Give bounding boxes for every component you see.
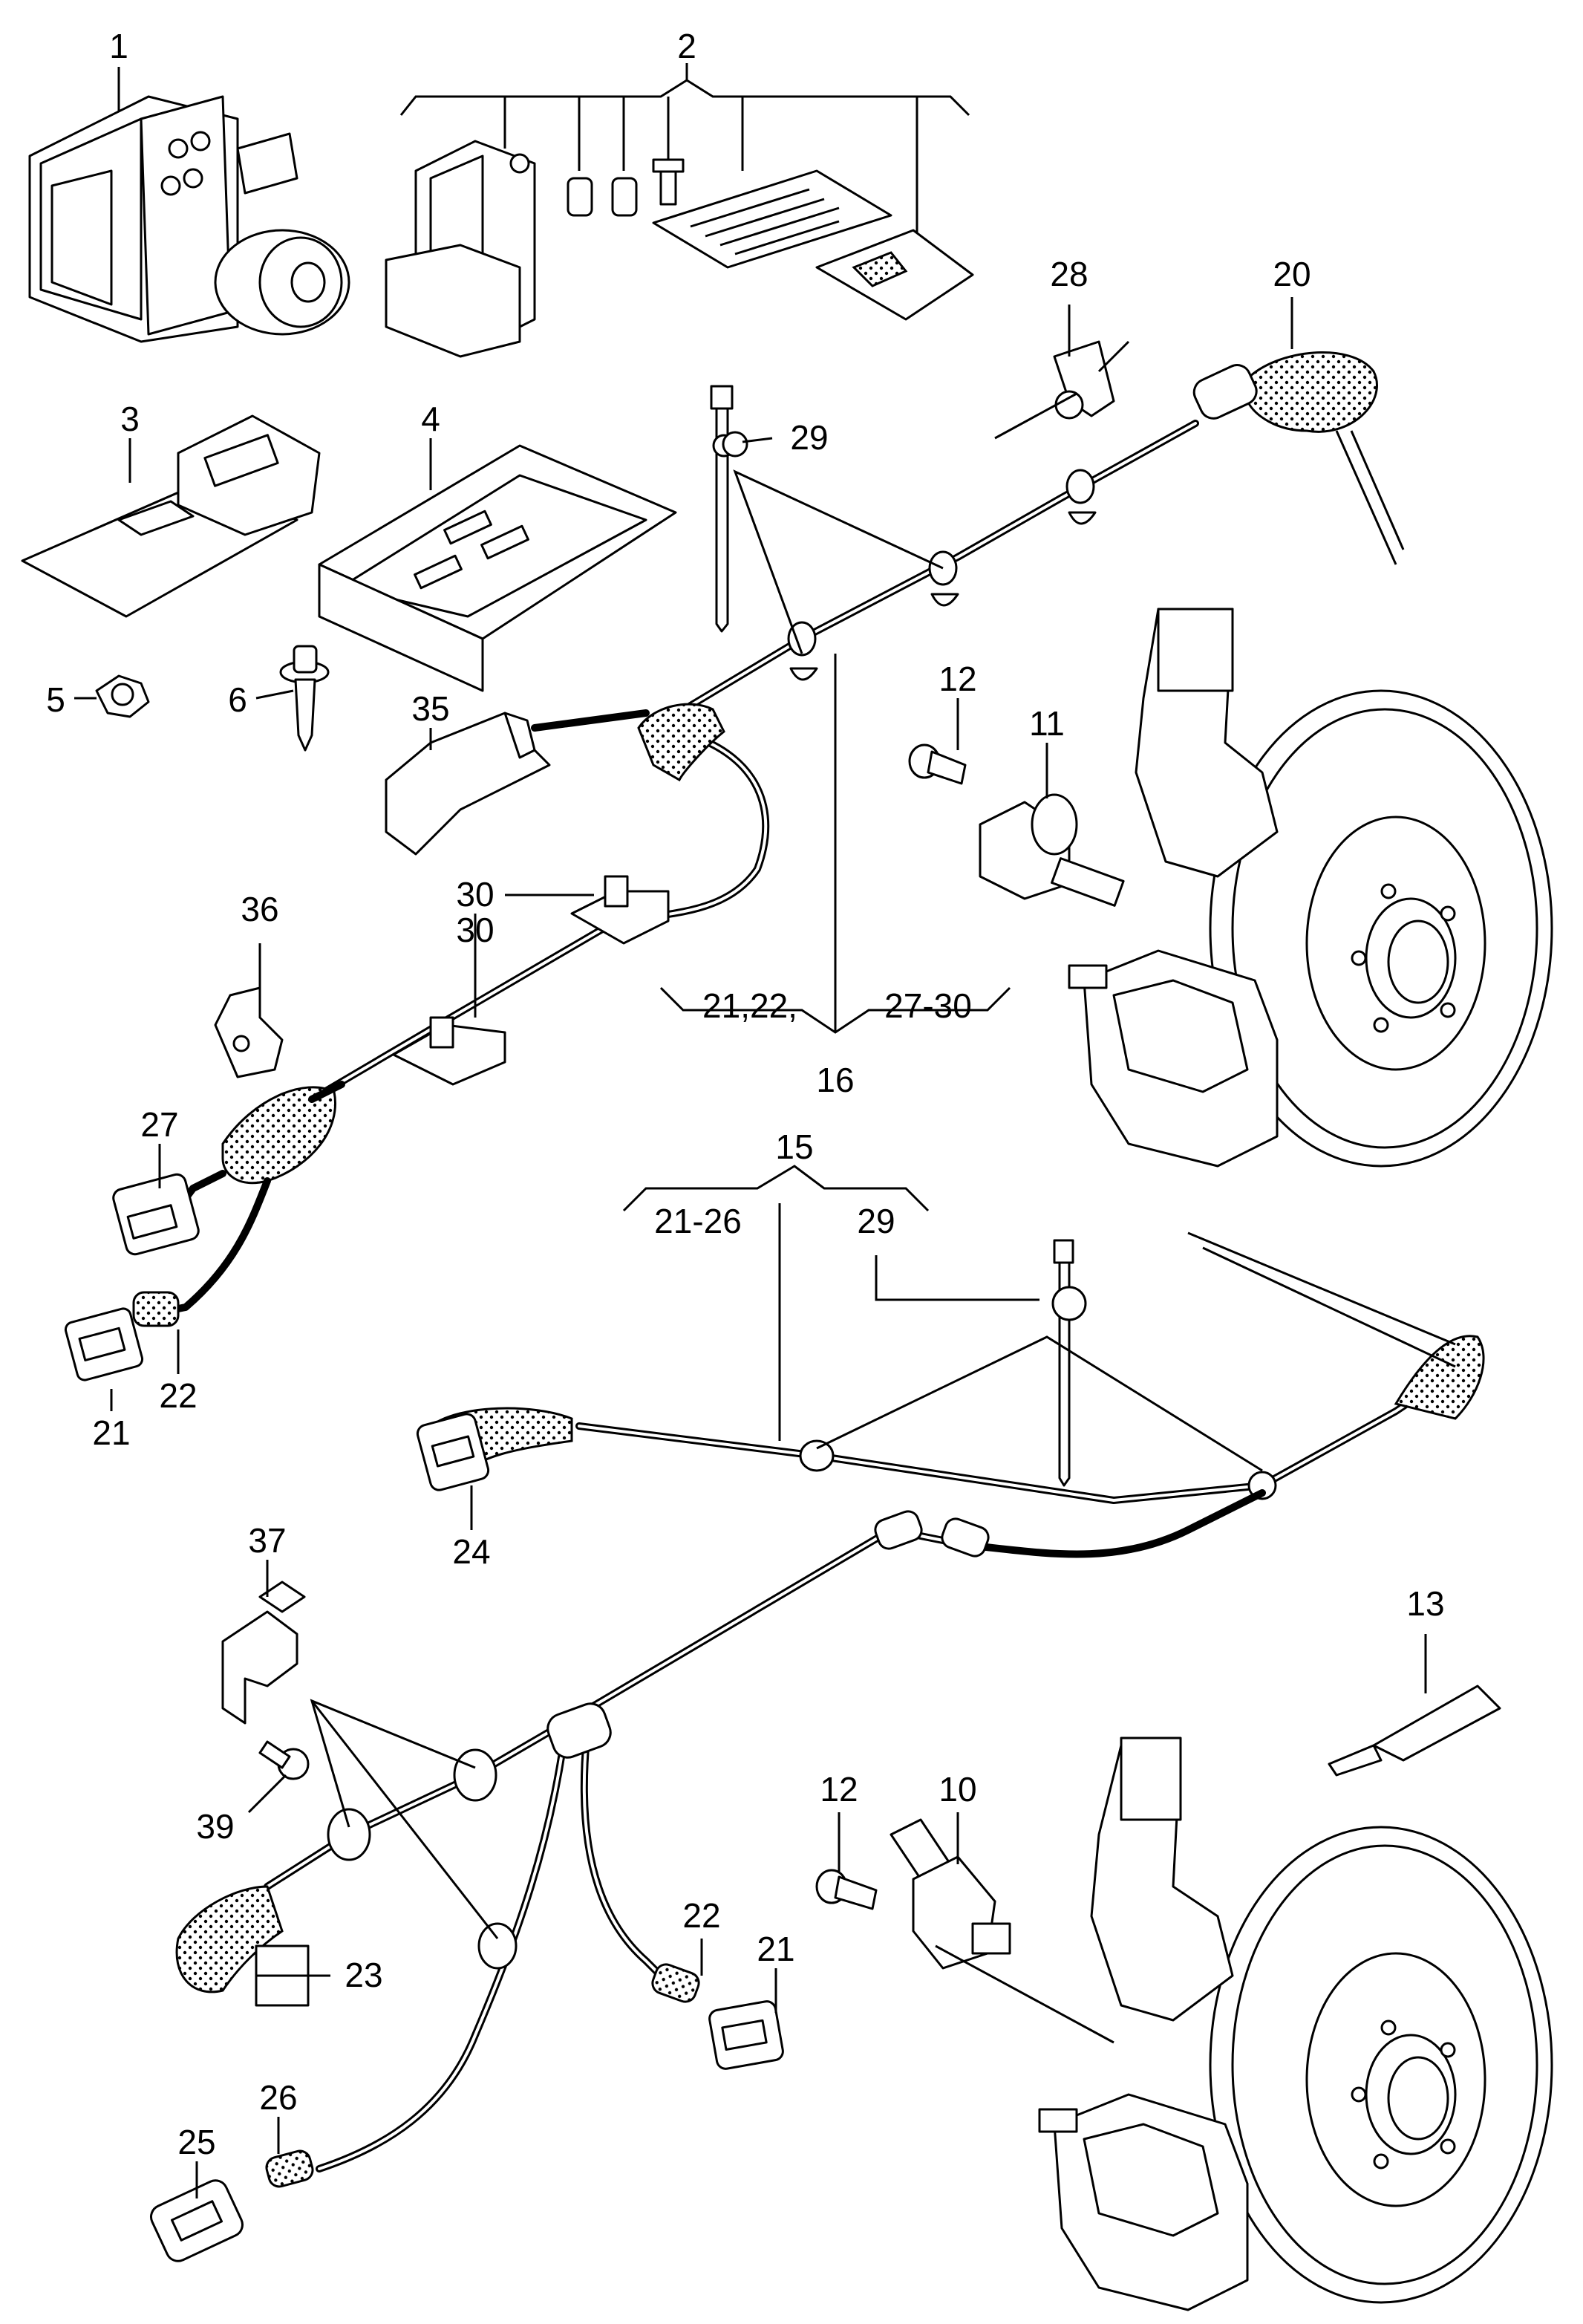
callout-24: 24 bbox=[452, 1532, 490, 1571]
callout-21: 21 bbox=[757, 1930, 794, 1968]
repair-kit-bracket bbox=[399, 63, 970, 245]
plugs bbox=[567, 158, 685, 217]
holder-30-upper bbox=[570, 875, 670, 945]
callout-30: 30 bbox=[456, 875, 494, 914]
callout-6: 6 bbox=[228, 680, 247, 719]
instruction-sheet bbox=[652, 169, 892, 269]
callout-39: 39 bbox=[196, 1807, 234, 1846]
callout-2: 2 bbox=[677, 27, 696, 65]
brake-disc-lower bbox=[1209, 1826, 1553, 2304]
leader-29a-fan bbox=[733, 469, 944, 654]
callout-25: 25 bbox=[177, 2123, 215, 2161]
bolt-39 bbox=[258, 1740, 310, 1780]
callout-1: 1 bbox=[109, 27, 128, 65]
mounting-bracket bbox=[318, 444, 677, 692]
callout-23: 23 bbox=[345, 1956, 382, 1994]
harness-15 bbox=[416, 1231, 1485, 1504]
leader-29b-fan bbox=[816, 1335, 1263, 1472]
harness-clip-28 bbox=[994, 340, 1130, 440]
brake-caliper-lower bbox=[1038, 2093, 1249, 2311]
callout-16: 16 bbox=[816, 1061, 854, 1099]
callout-20: 20 bbox=[1273, 255, 1311, 293]
brake-caliper-upper bbox=[1068, 949, 1279, 1168]
callout-26: 26 bbox=[259, 2078, 297, 2117]
hex-nut bbox=[95, 674, 150, 718]
label-sticker bbox=[815, 229, 974, 321]
cable-tie-29-lower bbox=[1051, 1239, 1087, 1487]
leader-6 bbox=[255, 689, 294, 700]
screw bbox=[279, 645, 330, 752]
steering-knuckle-upper bbox=[1135, 608, 1279, 878]
callout-30: 30 bbox=[456, 911, 494, 949]
bolt-12-lower bbox=[815, 1869, 878, 1910]
callout-27: 27 bbox=[140, 1105, 178, 1144]
leader-29a bbox=[742, 437, 773, 443]
callout-13: 13 bbox=[1406, 1584, 1444, 1623]
callout-5: 5 bbox=[46, 680, 65, 719]
callout-22: 22 bbox=[682, 1896, 720, 1935]
callout-15: 15 bbox=[775, 1127, 813, 1166]
callout-28: 28 bbox=[1050, 255, 1088, 293]
brake-disc-upper bbox=[1209, 689, 1553, 1168]
callout-29: 29 bbox=[790, 418, 828, 457]
bracket-15 bbox=[622, 1165, 930, 1441]
bracket-16 bbox=[659, 654, 1011, 1034]
callout-16-range-b: 27-30 bbox=[884, 986, 972, 1025]
speed-sensor-11 bbox=[979, 793, 1125, 907]
bracket-37 bbox=[221, 1581, 306, 1725]
callout-4: 4 bbox=[421, 400, 440, 438]
cable-tie-29-upper bbox=[710, 385, 748, 633]
speed-sensor-10 bbox=[890, 1818, 1114, 2044]
callout-22: 22 bbox=[159, 1376, 197, 1415]
callout-36: 36 bbox=[241, 890, 278, 928]
callout-12: 12 bbox=[820, 1770, 858, 1809]
leader-29b bbox=[875, 1255, 1039, 1301]
harness-end-27 bbox=[64, 1081, 345, 1381]
bolt-12-upper bbox=[908, 743, 967, 785]
harness-lower bbox=[150, 1489, 1266, 2262]
callout-37: 37 bbox=[248, 1521, 286, 1560]
steering-knuckle-lower bbox=[1090, 1737, 1234, 2022]
callout-12: 12 bbox=[939, 660, 976, 698]
grease-tube-13 bbox=[1328, 1685, 1501, 1777]
callout-15-range-a: 21-26 bbox=[654, 1202, 742, 1240]
control-unit bbox=[385, 140, 536, 358]
callout-21: 21 bbox=[92, 1413, 130, 1452]
callout-16-range-a: 21,22, bbox=[702, 986, 797, 1025]
abs-hydraulic-unit bbox=[28, 95, 350, 343]
callout-11: 11 bbox=[1029, 704, 1065, 743]
callout-3: 3 bbox=[120, 400, 140, 438]
holder-30-lower bbox=[392, 1016, 506, 1086]
callout-35: 35 bbox=[411, 689, 449, 728]
bracket-36 bbox=[214, 986, 284, 1078]
cover-35 bbox=[385, 712, 551, 856]
callout-29: 29 bbox=[857, 1202, 895, 1240]
control-unit-plate bbox=[21, 414, 321, 618]
callout-10: 10 bbox=[939, 1770, 976, 1809]
leader-39 bbox=[247, 1774, 287, 1814]
